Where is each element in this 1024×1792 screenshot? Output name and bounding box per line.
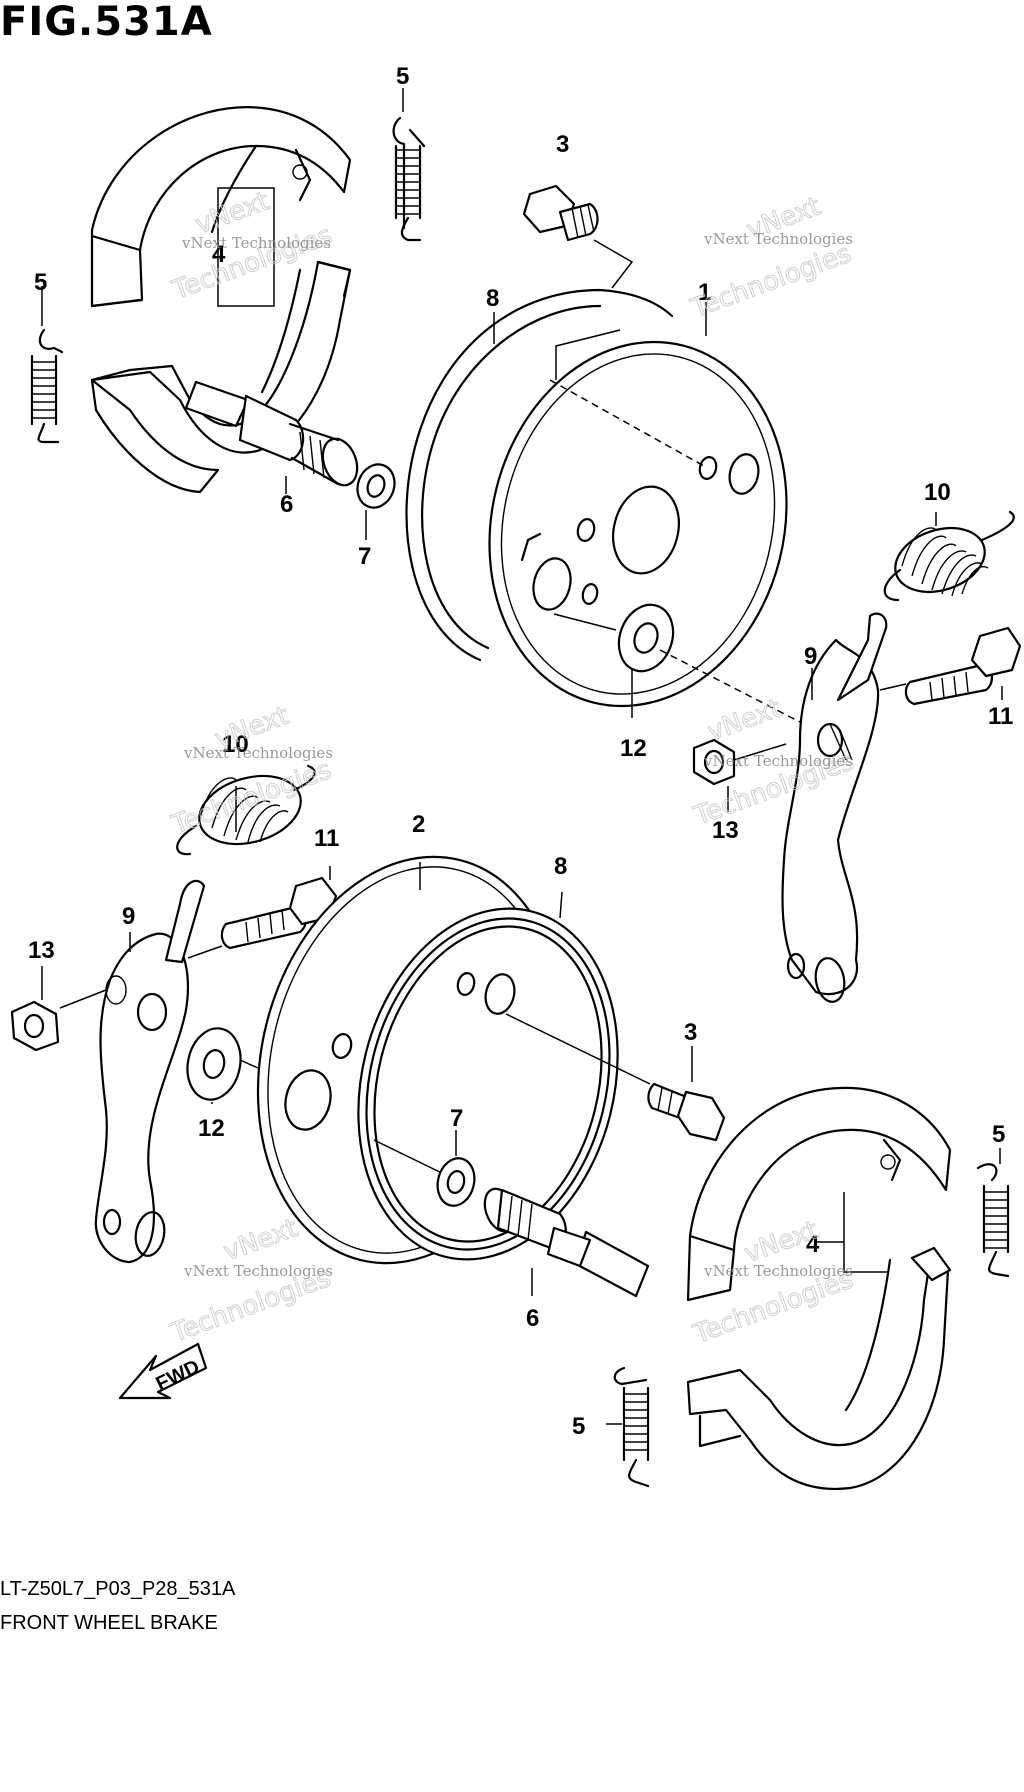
svg-text:vNext Technologies: vNext Technologies [183, 1262, 333, 1280]
svg-text:vNext: vNext [704, 693, 786, 747]
svg-text:vNext Technologies: vNext Technologies [703, 1262, 853, 1280]
watermark-bottom-left: vNext Technologies vNext Technologies [166, 1213, 335, 1350]
callout-5-bottom: 5 [572, 1413, 585, 1440]
callout-8-bottom: 8 [554, 853, 567, 880]
brake-cam-shaft-lower [483, 1187, 650, 1298]
svg-text:vNext Technologies: vNext Technologies [703, 230, 853, 248]
spring-bottom [613, 1366, 650, 1488]
washer-upper [356, 463, 396, 509]
washer-lower [436, 1157, 476, 1207]
figure-name: FRONT WHEEL BRAKE [0, 1612, 218, 1634]
nut-13-upper [692, 738, 736, 786]
svg-text:vNext Technologies: vNext Technologies [703, 752, 853, 770]
brake-cam-shaft-upper [184, 380, 359, 487]
callout-5-left: 5 [34, 269, 47, 296]
bolt-upper [522, 184, 599, 242]
callout-9-bottom: 9 [122, 903, 135, 930]
figure-code: LT-Z50L7_P03_P28_531A [0, 1578, 236, 1600]
washer-12-lower [186, 1027, 242, 1101]
svg-text:vNext: vNext [192, 186, 274, 240]
callout-1: 1 [698, 279, 711, 306]
figure-title: FIG.531A [0, 0, 213, 45]
callout-12-top: 12 [620, 735, 647, 762]
callout-11-bottom: 11 [314, 825, 339, 852]
callout-13-bottom: 13 [28, 937, 55, 964]
callout-6-bottom: 6 [526, 1305, 539, 1332]
callout-9-top: 9 [804, 643, 817, 670]
leader-dashed-drum [549, 379, 705, 467]
callout-5-top: 5 [396, 63, 409, 90]
brake-drum-upper [488, 340, 788, 708]
callout-13-top: 13 [712, 817, 739, 844]
callout-10-top: 10 [924, 479, 951, 506]
bolt-11-upper [904, 626, 1022, 706]
brake-panel-seal-upper [405, 288, 674, 662]
callout-11-top: 11 [988, 703, 1013, 730]
svg-text:vNext Technologies: vNext Technologies [181, 234, 331, 252]
callout-8-top: 8 [486, 285, 499, 312]
watermark-top-left: vNext Technologies vNext Technologies [167, 186, 336, 307]
washer-12-upper [617, 603, 675, 673]
svg-text:Technologies: Technologies [687, 239, 855, 325]
spring-lower-right [976, 1163, 1010, 1278]
brake-shoe-lower-rear [686, 1086, 952, 1302]
bolt-lower [647, 1082, 726, 1142]
callout-3-bottom: 3 [684, 1019, 697, 1046]
callout-7-bottom: 7 [450, 1105, 463, 1132]
callout-4-bottom: 4 [806, 1231, 820, 1258]
spring-top [392, 116, 426, 242]
brake-panel-seal-lower [357, 907, 619, 1261]
callout-3-top: 3 [556, 131, 569, 158]
callout-7-top: 7 [358, 543, 371, 570]
callout-10-bottom: 10 [222, 731, 249, 758]
spring-10-lower [176, 764, 316, 856]
brake-lever-upper [781, 612, 888, 1003]
spring-left [30, 328, 64, 444]
forward-direction-arrow: FWD [118, 1342, 208, 1400]
callout-2: 2 [412, 811, 425, 838]
brake-shoe-lower-front [686, 1246, 952, 1490]
watermark-top-right: vNext Technologies vNext Technologies [686, 191, 855, 325]
nut-13-lower [10, 1000, 60, 1052]
svg-text:vNext Technologies: vNext Technologies [183, 744, 333, 762]
callout-12-bottom: 12 [198, 1115, 225, 1142]
callout-4-top: 4 [212, 241, 226, 268]
spring-10-upper [883, 510, 1015, 602]
callout-6-top: 6 [280, 491, 293, 518]
svg-text:vNext: vNext [220, 1213, 302, 1267]
callout-5-right: 5 [992, 1121, 1005, 1148]
brake-shoe-upper-rear [90, 106, 352, 308]
